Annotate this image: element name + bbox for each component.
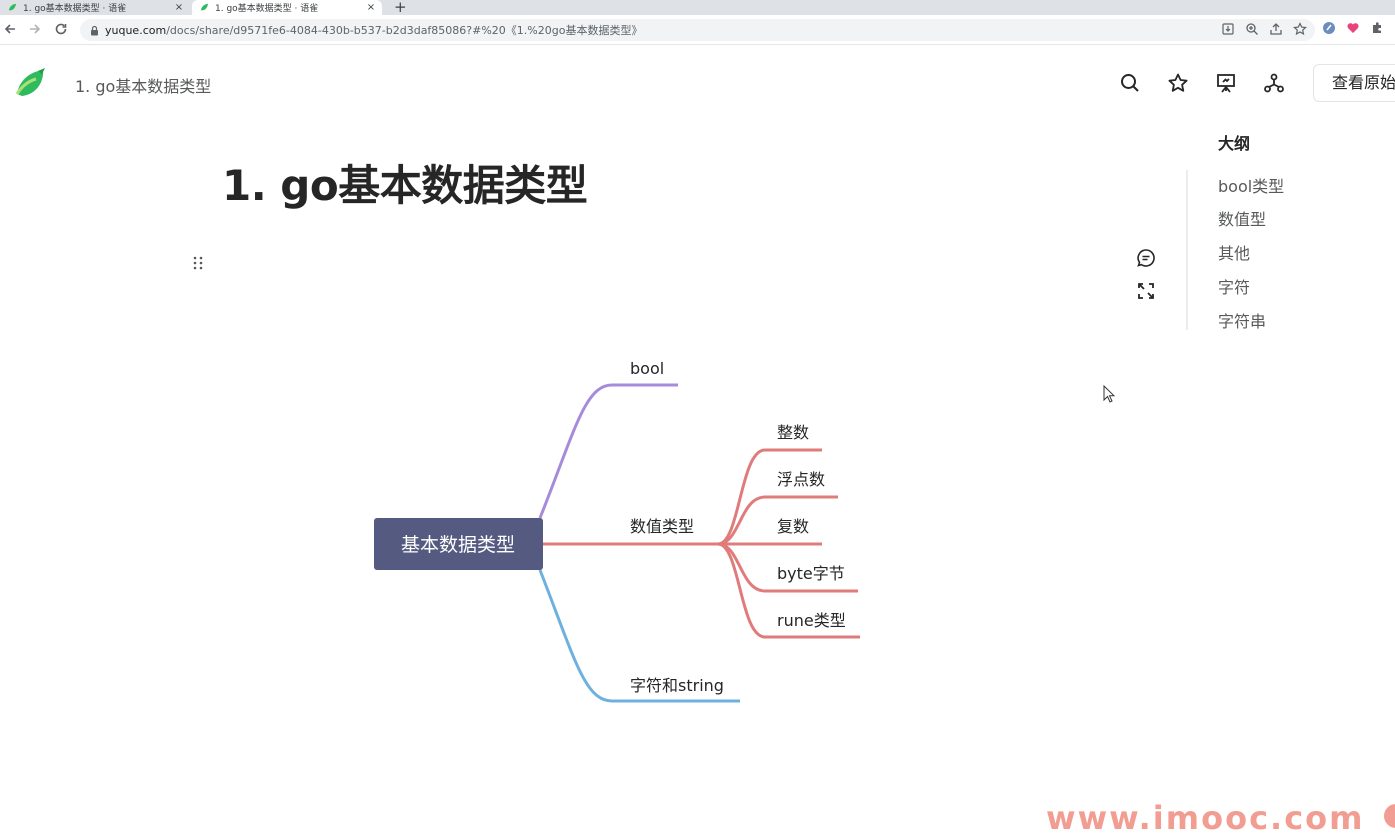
app-header: 1. go基本数据类型 查看原始	[0, 46, 1395, 120]
outline-rail	[1186, 170, 1188, 330]
drag-handle-icon[interactable]	[192, 255, 204, 271]
browser-tab-active[interactable]: 1. go基本数据类型 · 语雀 ×	[192, 0, 382, 15]
browser-tab-title: 1. go基本数据类型 · 语雀	[23, 4, 127, 14]
reload-icon[interactable]	[53, 21, 69, 37]
star-icon[interactable]	[1167, 72, 1189, 94]
url-text: yuque.com/docs/share/d9571fe6-4084-430b-…	[105, 22, 642, 38]
watermark-logo-icon	[1384, 804, 1395, 828]
share-icon[interactable]	[1269, 22, 1283, 36]
outline-item-string[interactable]: 字符串	[1218, 312, 1267, 331]
outline-item-bool[interactable]: bool类型	[1218, 177, 1285, 196]
outline-item-other[interactable]: 其他	[1218, 244, 1251, 263]
outline-heading: 大纲	[1218, 134, 1251, 153]
mm-edge-bool	[538, 383, 678, 519]
extension-icon[interactable]	[1322, 21, 1336, 35]
mm-root-label: 基本数据类型	[401, 534, 515, 556]
outline-item-numeric[interactable]: 数值型	[1218, 210, 1267, 229]
yuque-logo-icon[interactable]	[14, 68, 48, 98]
mm-edge-string	[538, 569, 740, 703]
structure-icon[interactable]	[1263, 72, 1285, 94]
mm-node-float[interactable]: 浮点数	[777, 470, 825, 489]
back-icon[interactable]	[2, 21, 18, 37]
presentation-icon[interactable]	[1215, 72, 1237, 94]
mouse-cursor-icon	[1103, 385, 1115, 403]
yuque-favicon-icon	[8, 3, 17, 11]
mm-node-string[interactable]: 字符和string	[630, 676, 724, 695]
view-original-button[interactable]: 查看原始	[1313, 64, 1395, 102]
mm-node-bool[interactable]: bool	[630, 359, 664, 378]
url-path: /docs/share/d9571fe6-4084-430b-b537-b2d3…	[166, 24, 643, 37]
browser-tab-strip: 1. go基本数据类型 · 语雀 × 1. go基本数据类型 · 语雀 × +	[0, 0, 1395, 16]
browser-tab[interactable]: 1. go基本数据类型 · 语雀 ×	[0, 0, 190, 15]
puzzle-icon[interactable]	[1370, 21, 1384, 35]
watermark: www.imooc.com	[1046, 799, 1365, 837]
mm-node-complex[interactable]: 复数	[777, 517, 809, 536]
forward-icon[interactable]	[27, 21, 43, 37]
fullscreen-icon[interactable]	[1136, 281, 1156, 301]
mm-node-numeric[interactable]: 数值类型	[630, 517, 694, 536]
mm-node-byte[interactable]: byte字节	[777, 564, 845, 583]
mm-node-rune[interactable]: rune类型	[777, 611, 846, 630]
yuque-favicon-icon	[200, 3, 209, 11]
bookmark-star-icon[interactable]	[1293, 22, 1307, 36]
url-host: yuque.com	[105, 24, 167, 37]
tab-close-icon[interactable]: ×	[366, 2, 376, 13]
heart-extension-icon[interactable]	[1346, 21, 1360, 35]
lock-icon	[91, 25, 98, 35]
mm-edge-rune	[717, 542, 860, 639]
outline-item-char[interactable]: 字符	[1218, 278, 1251, 297]
browser-toolbar: yuque.com/docs/share/d9571fe6-4084-430b-…	[0, 15, 1395, 45]
new-tab-button[interactable]: +	[394, 0, 407, 16]
comment-icon[interactable]	[1136, 248, 1156, 268]
mm-root-node[interactable]	[374, 518, 543, 570]
mm-node-int[interactable]: 整数	[777, 423, 809, 442]
mm-edge-int	[717, 448, 822, 546]
tab-close-icon[interactable]: ×	[174, 2, 184, 13]
browser-tab-title: 1. go基本数据类型 · 语雀	[215, 4, 319, 14]
search-icon[interactable]	[1119, 72, 1141, 94]
install-icon[interactable]	[1221, 22, 1235, 36]
zoom-icon[interactable]	[1245, 22, 1259, 36]
breadcrumb[interactable]: 1. go基本数据类型	[75, 77, 212, 96]
page-title: 1. go基本数据类型	[222, 161, 588, 210]
address-bar[interactable]: yuque.com/docs/share/d9571fe6-4084-430b-…	[80, 19, 1315, 41]
mm-edge-float	[717, 495, 838, 546]
